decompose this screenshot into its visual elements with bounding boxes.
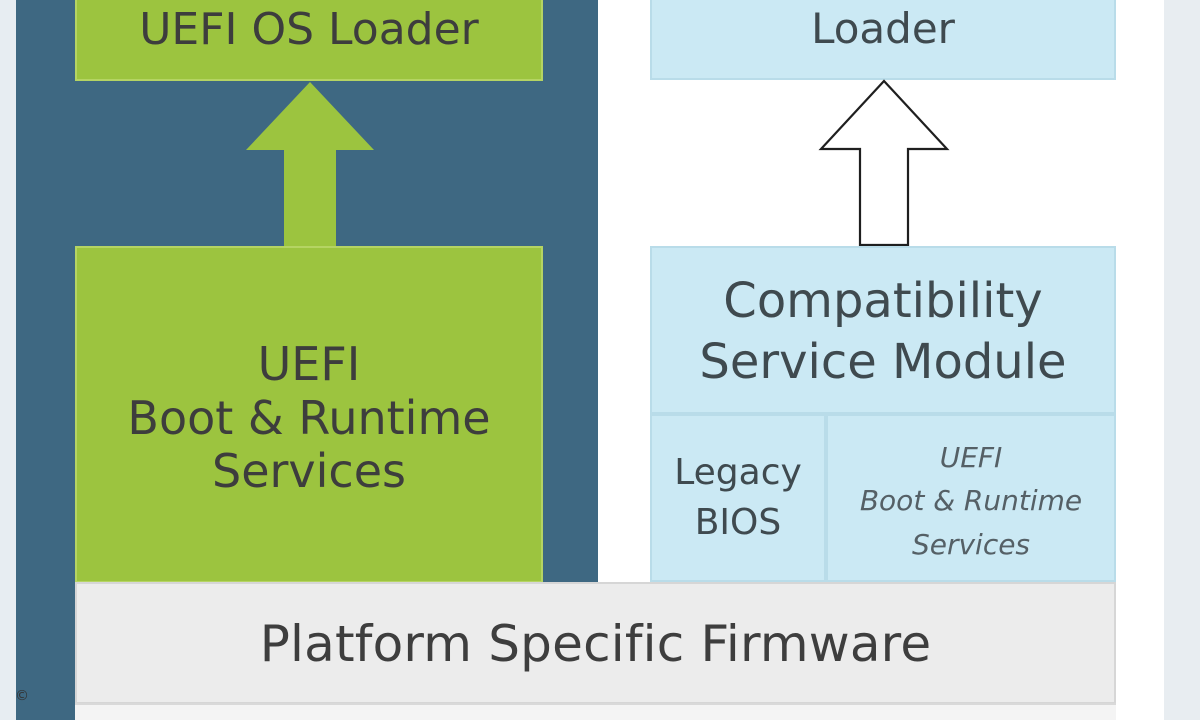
- legacy-label: Legacy: [674, 451, 802, 493]
- uefi-boot-runtime-services-box: UEFI Boot & Runtime Services: [75, 246, 543, 583]
- boot-runtime-label: Boot & Runtime: [127, 390, 491, 445]
- right-margin: [1164, 0, 1200, 720]
- services-small-label: Services: [911, 527, 1031, 561]
- white-up-arrow-icon: [818, 79, 950, 247]
- bottom-firmware-strip: [75, 703, 1116, 720]
- platform-specific-firmware-label: Platform Specific Firmware: [259, 615, 932, 673]
- legacy-bios-box: Legacy BIOS: [650, 414, 826, 582]
- boot-runtime-small-label: Boot & Runtime: [859, 484, 1083, 518]
- copyright-icon: ©: [15, 688, 29, 704]
- uefi-label: UEFI: [257, 336, 361, 391]
- uefi-os-loader-label: UEFI OS Loader: [139, 4, 479, 56]
- services-label: Services: [212, 444, 406, 499]
- uefi-compat-services-box: UEFI Boot & Runtime Services: [826, 414, 1116, 582]
- legacy-os-loader-box: Loader: [650, 0, 1116, 80]
- green-up-arrow-icon: [246, 82, 374, 246]
- uefi-os-loader-box: UEFI OS Loader: [75, 0, 543, 81]
- uefi-small-label: UEFI: [939, 440, 1003, 474]
- compatibility-service-module-box: Compatibility Service Module: [650, 246, 1116, 414]
- loader-label: Loader: [811, 3, 955, 53]
- platform-specific-firmware-box: Platform Specific Firmware: [75, 582, 1116, 704]
- compatibility-label: Compatibility: [723, 272, 1043, 329]
- bios-label: BIOS: [694, 502, 782, 543]
- service-module-label: Service Module: [699, 333, 1067, 390]
- left-margin: [0, 0, 16, 720]
